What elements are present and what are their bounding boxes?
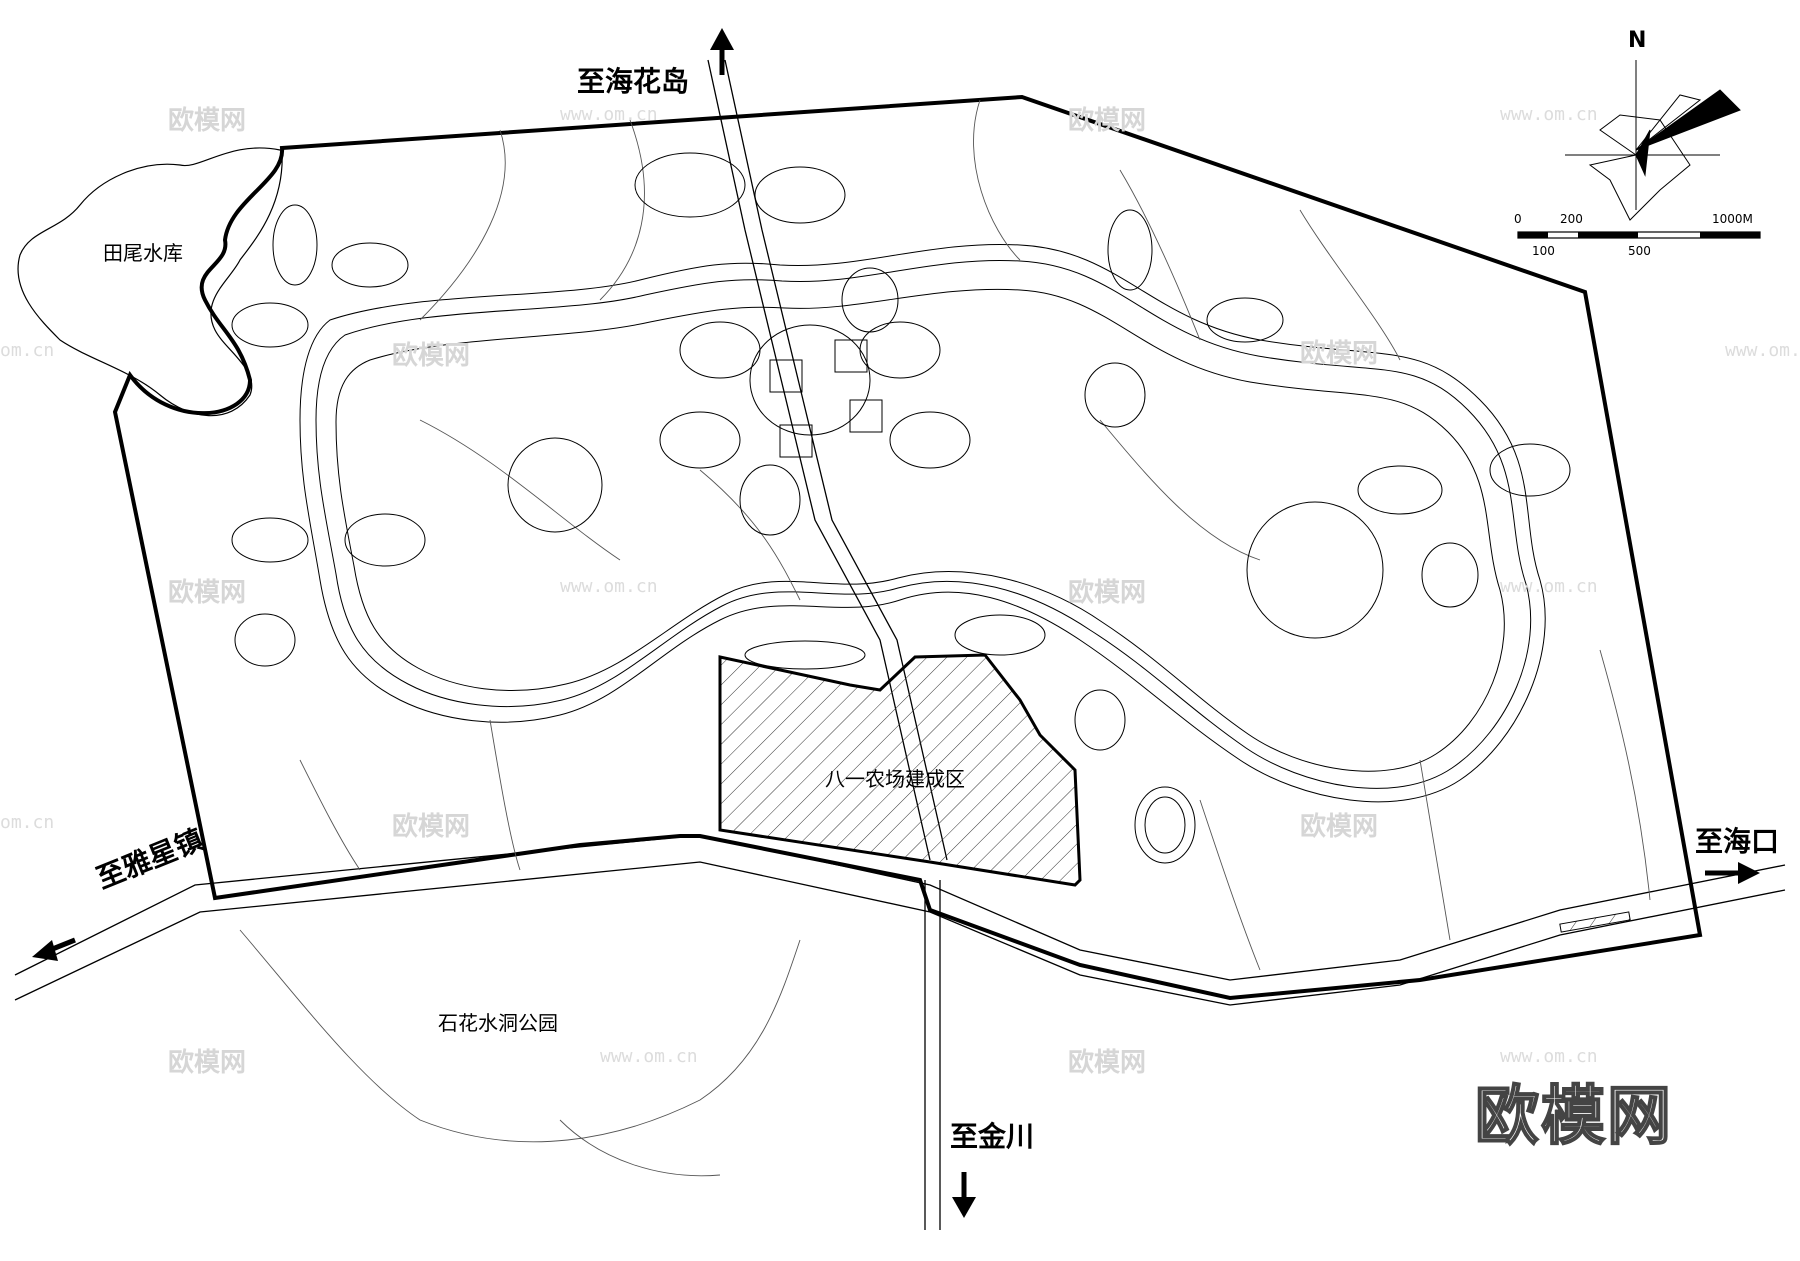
label-to-haihuadao: 至海花岛 [577, 65, 690, 98]
watermark-url: www.om.cn [560, 576, 658, 597]
watermark: 欧模网 [392, 812, 471, 842]
central-cluster [659, 267, 971, 536]
housing-clusters [231, 152, 1571, 667]
watermark-url: www.om.cn [1500, 104, 1598, 125]
internal-roads [299, 243, 1546, 803]
watermark-url: www.om.cn [1500, 1046, 1598, 1067]
watermark-url: om.cn [0, 340, 55, 361]
label-tianwei-reservoir: 田尾水库 [103, 241, 183, 265]
label-bayi-farm: 八一农场建成区 [825, 767, 965, 791]
water-features [744, 614, 1196, 864]
arrow-south [952, 1172, 976, 1218]
watermark: 欧模网 [168, 578, 247, 608]
bayi-farm-zone [718, 653, 1082, 887]
watermark: 欧模网 [1068, 106, 1147, 136]
label-to-haikou: 至海口 [1695, 825, 1780, 858]
watermark-url: www.om.cn [1500, 576, 1598, 597]
scale-label-200: 200 [1560, 212, 1583, 226]
watermark: 欧模网 [168, 106, 247, 136]
watermark-url: www.om.cn [1725, 340, 1800, 361]
watermark-url: om.cn [0, 812, 55, 833]
label-shihua-park: 石花水洞公园 [438, 1011, 558, 1035]
label-to-jinchuan: 至金川 [950, 1120, 1035, 1153]
compass-rose [1565, 60, 1741, 221]
scale-bar [1517, 231, 1761, 239]
watermark: 欧模网 [392, 341, 471, 371]
watermark-url: www.om.cn [600, 1046, 698, 1067]
watermark-url: www.om.cn [560, 104, 658, 125]
compass-north-label: N [1628, 28, 1647, 53]
watermark: 欧模网 [1068, 1048, 1147, 1078]
watermark-large: 欧模网 [1474, 1079, 1673, 1155]
arrow-north [710, 28, 734, 75]
site-boundary [112, 94, 1703, 1001]
scale-label-1000m: 1000M [1712, 212, 1753, 226]
pond-west [507, 437, 603, 533]
arrow-east [1705, 862, 1760, 884]
watermark: 欧模网 [1300, 339, 1379, 369]
scale-label-100: 100 [1532, 244, 1555, 258]
pond-east [1246, 501, 1384, 639]
scale-label-0: 0 [1514, 212, 1522, 226]
reservoir-shape [17, 147, 283, 417]
site-paths [239, 99, 1651, 1177]
watermark: 欧模网 [1300, 812, 1379, 842]
east-strip [1559, 911, 1631, 933]
watermark: 欧模网 [168, 1048, 247, 1078]
external-roads [14, 59, 1786, 1230]
arrow-west [32, 937, 76, 961]
scale-label-500: 500 [1628, 244, 1651, 258]
watermark: 欧模网 [1068, 578, 1147, 608]
